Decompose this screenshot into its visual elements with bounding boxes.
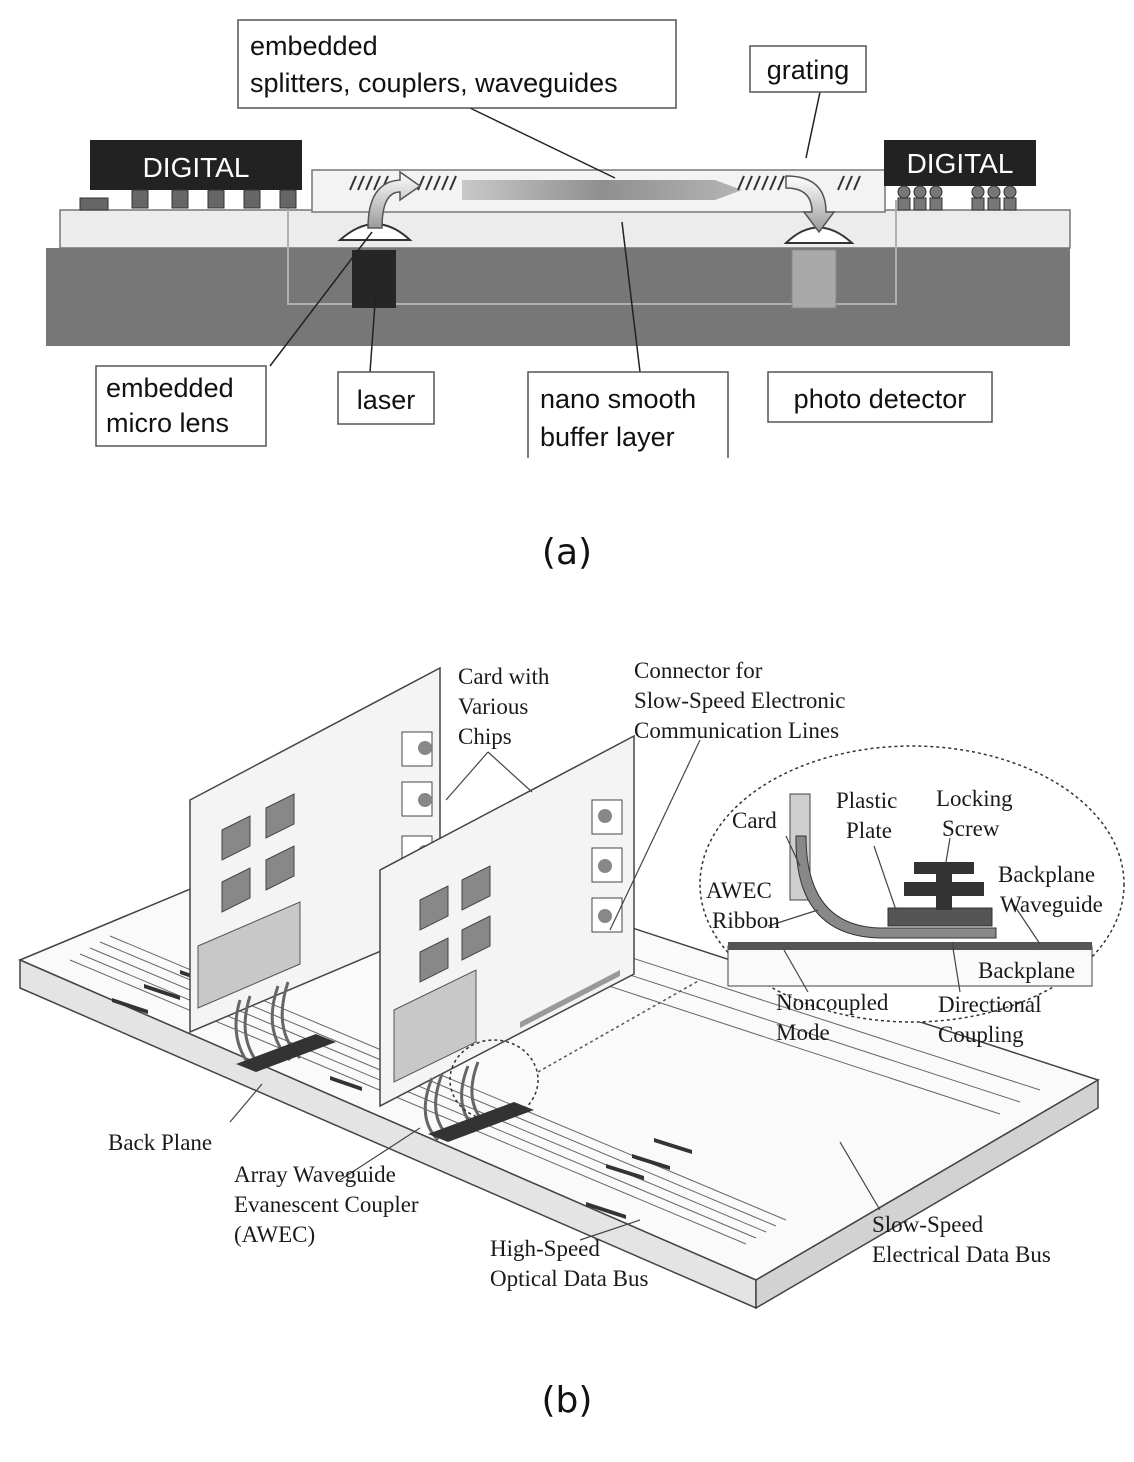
grating-label-box [749, 45, 867, 93]
photodetector-label-box [767, 371, 993, 423]
electrical-bus-label-1: Slow-Speed [872, 1212, 984, 1237]
laser-label-box [337, 371, 435, 425]
rear-card [189, 666, 441, 1034]
optical-bus-label-2: Optical Data Bus [490, 1266, 648, 1291]
inset-locking-screw [904, 862, 984, 910]
plastic-plate-label-1: Plastic [836, 788, 897, 813]
rear-awec-pad [236, 1034, 336, 1072]
left-chip-pins [79, 189, 297, 211]
micro-lens-label-box [95, 365, 267, 447]
leader-lines-a [269, 91, 821, 373]
locking-screw-label-2: Screw [942, 816, 1000, 841]
backplane-waveguide-label-1: Backplane [998, 862, 1095, 887]
electrical-bus-label-2: Electrical Data Bus [872, 1242, 1051, 1267]
micro-lens-label-line1: embedded [106, 373, 234, 403]
digital-chip-right [884, 140, 1036, 186]
directional-label-2: Coupling [938, 1022, 1024, 1047]
right-grating [737, 175, 861, 191]
laser-light-arrow [367, 170, 422, 229]
card-chips-label-2: Various [458, 694, 528, 719]
card-chips-label-1: Card with [458, 664, 550, 689]
optical-bus-label-1: High-Speed [490, 1236, 600, 1261]
detector-light-arrow [785, 175, 836, 234]
buffer-label-line2: buffer layer [540, 422, 675, 452]
awec-label-2: Evanescent Coupler [234, 1192, 419, 1217]
laser-chip [352, 250, 396, 308]
noncoupled-label-1: Noncoupled [776, 990, 889, 1015]
awec-ribbon-label-1: AWEC [706, 878, 772, 903]
backplane-waveguide-label-2: Waveguide [1000, 892, 1103, 917]
right-chip-bumps [897, 185, 1017, 211]
connector-label-1: Connector for [634, 658, 763, 683]
splitters-label-box [237, 19, 677, 109]
detail-circle-small [449, 1039, 539, 1121]
inset-waveguide [728, 942, 1092, 950]
plastic-plate-label-2: Plate [846, 818, 892, 843]
detail-connector-line [537, 979, 701, 1073]
connector-label-2: Slow-Speed Electronic [634, 688, 845, 713]
locking-screw-label-1: Locking [936, 786, 1013, 811]
substrate [46, 248, 1070, 346]
caption-a: (a) [541, 532, 593, 573]
splitters-label-line2: splitters, couplers, waveguides [250, 68, 618, 98]
waveguide-arrow [462, 180, 742, 200]
awec-label-3: (AWEC) [234, 1222, 315, 1247]
digital-right-label: DIGITAL [907, 148, 1014, 179]
figure-b-backplane: Card with Various Chips Connector for Sl… [18, 658, 1125, 1310]
noncoupled-label-2: Mode [776, 1020, 830, 1045]
awec-label-1: Array Waveguide [234, 1162, 396, 1187]
back-plane-label: Back Plane [108, 1130, 212, 1155]
figure-a-cross-section: DIGITAL DIGITAL embedded splitters, coup… [46, 19, 1071, 458]
digital-chip-left [90, 140, 302, 190]
card-chips-label-3: Chips [458, 724, 512, 749]
grating-label: grating [767, 55, 850, 85]
awec-ribbon-label-2: Ribbon [712, 908, 780, 933]
directional-label-1: Directional [938, 992, 1041, 1017]
micro-lens-label-line2: micro lens [106, 408, 229, 438]
laser-label: laser [357, 385, 416, 415]
left-grating [349, 175, 457, 191]
front-awec-pad [428, 1102, 534, 1142]
inset-card-label: Card [732, 808, 777, 833]
leader-lines-b [229, 739, 881, 1241]
buffer-label-line1: nano smooth [540, 384, 696, 414]
inset-plastic-plate [887, 907, 993, 927]
buffer-layer [59, 209, 1071, 249]
digital-left-label: DIGITAL [143, 152, 250, 183]
photodetector-label: photo detector [794, 384, 967, 414]
inset-backplane-label: Backplane [978, 958, 1075, 983]
caption-b: (b) [541, 1380, 593, 1421]
inset-detail [699, 745, 1125, 1023]
package-outline [287, 200, 897, 305]
buffer-label-box [527, 371, 729, 458]
inset-leaders [767, 835, 1041, 993]
photodetector-chip [791, 249, 837, 309]
inset-backplane [727, 945, 1093, 987]
connector-label-3: Communication Lines [634, 718, 839, 743]
splitters-label-line1: embedded [250, 31, 378, 61]
inset-awec-ribbon [795, 835, 997, 939]
